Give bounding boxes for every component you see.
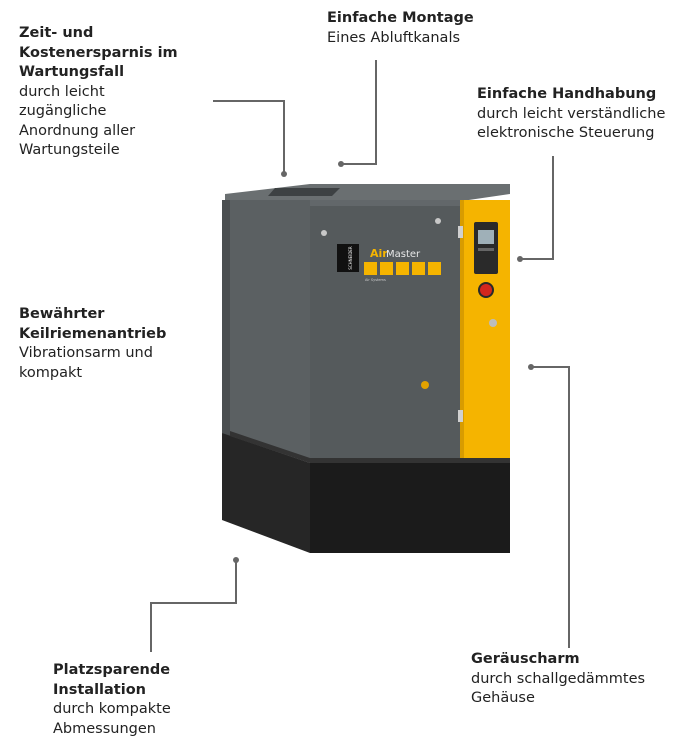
callout-description: durch schallgedämmtes [471, 670, 646, 687]
brand-logo: SCHNEIDER [348, 246, 353, 270]
callout-geraeusch: Geräuscharm durch schallgedämmtes Gehäus… [471, 650, 645, 709]
line-handhabung [520, 156, 554, 260]
callout-description: durch leicht verständliche [477, 105, 666, 122]
callout-description: elektronische Steuerung [477, 125, 655, 141]
callout-description: Abmessungen [53, 720, 156, 737]
callout-heading: Geräuscharm [471, 651, 580, 667]
callout-heading: Zeit- und [19, 25, 94, 41]
callout-antrieb: Bewährter Keilriemenantrieb Vibrationsar… [19, 305, 166, 383]
callout-installation: Platzsparende Installation durch kompakt… [53, 661, 171, 739]
brand-sub: Air Systems [365, 278, 386, 282]
callout-heading: Einfache Handhabung [477, 86, 657, 102]
callout-heading: Bewährter [19, 306, 105, 322]
callout-description: Vibrationsarm und [19, 345, 153, 361]
callout-montage: Einfache Montage Eines Abluftkanals [327, 9, 474, 48]
callout-heading: Einfache Montage [327, 10, 474, 26]
callout-maintenance: Zeit- und Kostenersparnis im Wartungsfal… [19, 24, 178, 161]
callout-description: Gehäuse [471, 690, 535, 706]
callout-heading: Kostenersparnis im [19, 44, 178, 61]
callout-description: zugängliche [19, 103, 107, 119]
callout-description: kompakt [19, 364, 83, 381]
callout-heading: Installation [53, 681, 146, 698]
svg-text:SCHNEIDER: SCHNEIDER [348, 246, 353, 270]
line-maintenance [213, 100, 285, 174]
callout-description: Eines Abluftkanals [327, 29, 461, 46]
callout-heading: Platzsparende [53, 662, 171, 678]
callout-description: Wartungsteile [19, 142, 120, 158]
brand-name-air: Air [370, 247, 388, 260]
line-installation [150, 560, 237, 652]
callout-heading: Wartungsfall [19, 64, 125, 80]
callout-heading: Keilriemenantrieb [19, 325, 167, 342]
compressor-image: SCHNEIDER Air Master Air Systems [222, 184, 510, 553]
callout-description: durch leicht [19, 83, 105, 100]
line-montage [341, 60, 377, 165]
callout-description: durch kompakte [53, 701, 171, 717]
callout-description: Anordnung aller [19, 122, 136, 139]
brand-name-master: Master [386, 249, 421, 260]
callout-handhabung: Einfache Handhabung durch leicht verstän… [477, 85, 665, 144]
line-geraeusch [531, 366, 570, 648]
